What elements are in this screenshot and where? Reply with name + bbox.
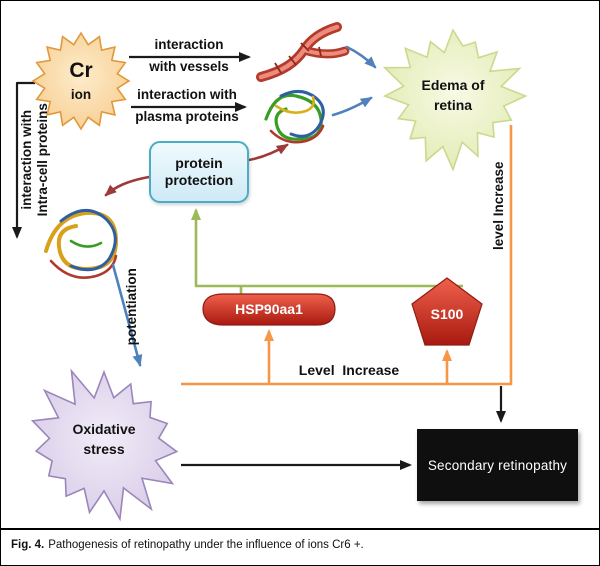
edge-vessels-label-1: interaction [154, 37, 224, 52]
edge-vessels-label-2: with vessels [149, 59, 229, 74]
cr-ion-sublabel: ion [70, 87, 92, 102]
edema-burst [382, 28, 528, 172]
s100-label: S100 [430, 306, 464, 322]
edge-hsp-s100-to-protection [191, 208, 463, 288]
potentiation-label: potentiation [124, 268, 140, 346]
hsp90-banner [202, 293, 336, 326]
secondary-retinopathy-node: Secondary retinopathy [417, 429, 578, 501]
figure-caption: Fig. 4.Pathogenesis of retinopathy under… [11, 539, 589, 551]
edge-intracell-arrow [12, 81, 35, 239]
caption-label: Fig. 4. [11, 539, 45, 551]
edge-plasma-label-2: plasma proteins [135, 109, 239, 124]
edge-level-increase-orange [181, 125, 513, 386]
edge-intracell-label-2: Intra-cell proteins [35, 103, 51, 217]
intracell-protein-icon [44, 209, 119, 279]
secondary-label: Secondary retinopathy [427, 457, 568, 473]
protection-label-2: protection [164, 172, 234, 188]
vessel-icon [256, 22, 350, 82]
level-increase-bottom-label: Level Increase [298, 362, 400, 378]
cr-ion-label: Cr [69, 59, 93, 82]
edema-label-1: Edema of [421, 77, 485, 93]
hsp90-label: HSP90aa1 [235, 301, 303, 317]
cr-ion-burst [31, 31, 131, 131]
edge-plasma-label-1: interaction with [137, 87, 237, 102]
s100-pentagon [411, 277, 483, 346]
edge-vessel-to-edema [345, 45, 377, 69]
caption-divider [1, 528, 599, 530]
edema-label-2: retina [433, 97, 473, 113]
edge-protection-to-intracell [104, 175, 151, 197]
caption-text: Pathogenesis of retinopathy under the in… [48, 539, 364, 551]
edge-intracell-label-1: interaction with [19, 109, 35, 210]
edge-protection-to-plasma [247, 143, 289, 162]
oxidative-label-1: Oxidative [72, 421, 136, 437]
oxidative-label-2: stress [83, 441, 125, 457]
level-increase-right-label: level Increase [491, 161, 507, 251]
plasma-protein-icon [264, 90, 325, 144]
protection-label-1: protein [175, 154, 223, 171]
edge-plasma-to-edema [331, 96, 373, 117]
edge-potentiation [111, 263, 143, 367]
protein-protection-node: protein protection [149, 141, 249, 203]
oxidative-stress-burst [30, 368, 179, 522]
